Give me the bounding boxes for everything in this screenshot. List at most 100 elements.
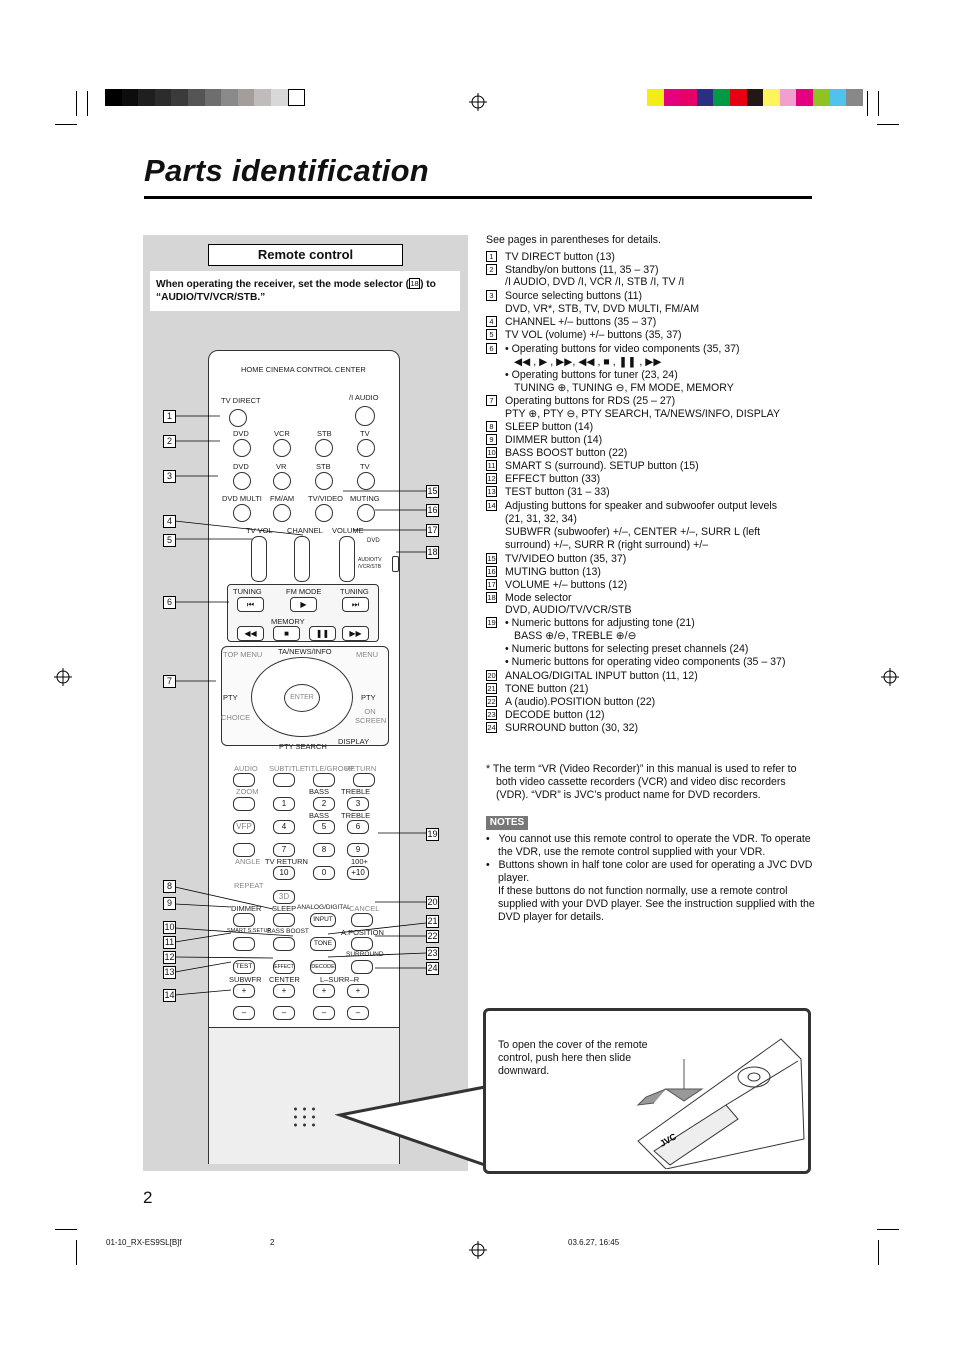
pause-button[interactable]: ❚❚ <box>309 626 336 641</box>
key-1[interactable]: 1 <box>273 797 295 811</box>
item-number: 5 <box>486 329 497 340</box>
color-swatch <box>763 89 781 106</box>
rewind-button[interactable]: ◀◀ <box>237 626 264 641</box>
item-number: 15 <box>486 553 497 564</box>
3d-button[interactable]: 3D <box>273 890 295 904</box>
key-9[interactable]: 9 <box>347 843 369 857</box>
source-fmam-button[interactable] <box>273 504 291 522</box>
key-6[interactable]: 6 <box>347 820 369 834</box>
label-mode-dvd: DVD <box>367 538 380 544</box>
item-number: 16 <box>486 566 497 577</box>
sleep-button[interactable] <box>273 913 295 927</box>
dimmer-button[interactable] <box>233 913 255 927</box>
cover-push-mark <box>291 1105 317 1129</box>
item-number: 8 <box>486 421 497 432</box>
label-zoom: ZOOM <box>236 787 259 796</box>
tone-button[interactable]: TONE <box>310 937 336 951</box>
key-8[interactable]: 8 <box>313 843 335 857</box>
tv-standby-button[interactable] <box>357 439 375 457</box>
stb-standby-button[interactable] <box>315 439 333 457</box>
callout-13: 13 <box>163 966 176 979</box>
subwfr-minus-button[interactable]: – <box>233 1006 255 1020</box>
skip-forward-button[interactable]: ⏭ <box>342 597 369 612</box>
tv-direct-button[interactable] <box>229 409 247 427</box>
center-plus-button[interactable]: + <box>273 984 295 998</box>
tv-vol-rocker[interactable] <box>251 536 267 582</box>
gray-swatch <box>204 89 222 106</box>
zoom-button[interactable] <box>233 797 255 811</box>
audio-standby-button[interactable] <box>355 406 375 426</box>
callout-20: 20 <box>426 896 439 909</box>
effect-button[interactable]: EFFECT <box>273 960 295 974</box>
tv-video-button[interactable] <box>315 504 333 522</box>
key-2[interactable]: 2 <box>313 797 335 811</box>
enter-button[interactable]: ENTER <box>284 684 320 712</box>
key-4[interactable]: 4 <box>273 820 295 834</box>
parts-list-item: 6• Operating buttons for video component… <box>486 343 740 356</box>
item-number: 17 <box>486 579 497 590</box>
source-dvd-multi-button[interactable] <box>233 504 251 522</box>
channel-rocker[interactable] <box>294 536 310 582</box>
cancel-button[interactable] <box>351 913 373 927</box>
surr-l-minus-button[interactable]: – <box>313 1006 335 1020</box>
surr-r-minus-button[interactable]: – <box>347 1006 369 1020</box>
item-text: Standby/on buttons (11, 35 – 37) <box>505 264 659 276</box>
center-minus-button[interactable]: – <box>273 1006 295 1020</box>
key-7[interactable]: 7 <box>273 843 295 857</box>
gray-swatch <box>221 89 239 106</box>
key-10[interactable]: 10 <box>273 866 295 880</box>
source-dvd-button[interactable] <box>233 472 251 490</box>
item-text: TV DIRECT button (13) <box>505 251 615 263</box>
audio-dvd-button[interactable] <box>233 773 255 787</box>
stop-button[interactable]: ■ <box>273 626 300 641</box>
vcr-standby-button[interactable] <box>273 439 291 457</box>
test-button[interactable]: TEST <box>233 960 255 974</box>
rds-sub: PTY ⊕, PTY ⊖, PTY SEARCH, TA/NEWS/INFO, … <box>505 408 781 420</box>
parts-list-item: 19• Numeric buttons for adjusting tone (… <box>486 617 695 630</box>
input-button[interactable]: INPUT <box>310 913 336 927</box>
surr-l-plus-button[interactable]: + <box>313 984 335 998</box>
item-text: TEST button (31 – 33) <box>505 486 610 498</box>
return-button[interactable] <box>353 773 375 787</box>
surround-button[interactable] <box>351 960 373 974</box>
title-group-button[interactable] <box>313 773 335 787</box>
source-tv-button[interactable] <box>357 472 375 490</box>
key-0[interactable]: 0 <box>313 866 335 880</box>
gray-swatch <box>188 89 205 106</box>
remote-cover[interactable] <box>209 1027 399 1164</box>
label-return: RETURN <box>345 764 377 773</box>
smart-s-setup-button[interactable] <box>233 937 255 951</box>
play-button[interactable]: ▶ <box>290 597 317 612</box>
key-5[interactable]: 5 <box>313 820 335 834</box>
mode-selector-sub: DVD, AUDIO/TV/VCR/STB <box>505 604 632 616</box>
levels-sub-1: (21, 31, 32, 34) <box>505 513 577 525</box>
parts-list-item: 15 TV/VIDEO button (35, 37) <box>486 553 626 566</box>
key-plus10[interactable]: +10 <box>347 866 369 880</box>
key-3[interactable]: 3 <box>347 797 369 811</box>
skip-back-button[interactable]: ⏮ <box>237 597 264 612</box>
source-stb-button[interactable] <box>315 472 333 490</box>
a-position-button[interactable] <box>351 937 373 951</box>
label-surr: L–SURR–R <box>320 975 360 984</box>
decode-button[interactable]: DECODE <box>310 960 336 974</box>
item-text: TV/VIDEO button (35, 37) <box>505 553 627 565</box>
vfp-button[interactable]: VFP <box>233 820 255 834</box>
subwfr-plus-button[interactable]: + <box>233 984 255 998</box>
fast-forward-button[interactable]: ▶▶ <box>342 626 369 641</box>
color-swatch <box>647 89 664 106</box>
angle-button[interactable] <box>233 843 255 857</box>
source-vr-button[interactable] <box>273 472 291 490</box>
subtitle-button[interactable] <box>273 773 295 787</box>
bass-boost-button[interactable] <box>273 937 295 951</box>
muting-button[interactable] <box>357 504 375 522</box>
dvd-standby-button[interactable] <box>233 439 251 457</box>
volume-rocker[interactable] <box>339 536 355 582</box>
surr-r-plus-button[interactable]: + <box>347 984 369 998</box>
label-muting: MUTING <box>350 494 380 503</box>
mode-selector-switch[interactable] <box>392 556 399 572</box>
notes-badge: NOTES <box>486 816 528 830</box>
